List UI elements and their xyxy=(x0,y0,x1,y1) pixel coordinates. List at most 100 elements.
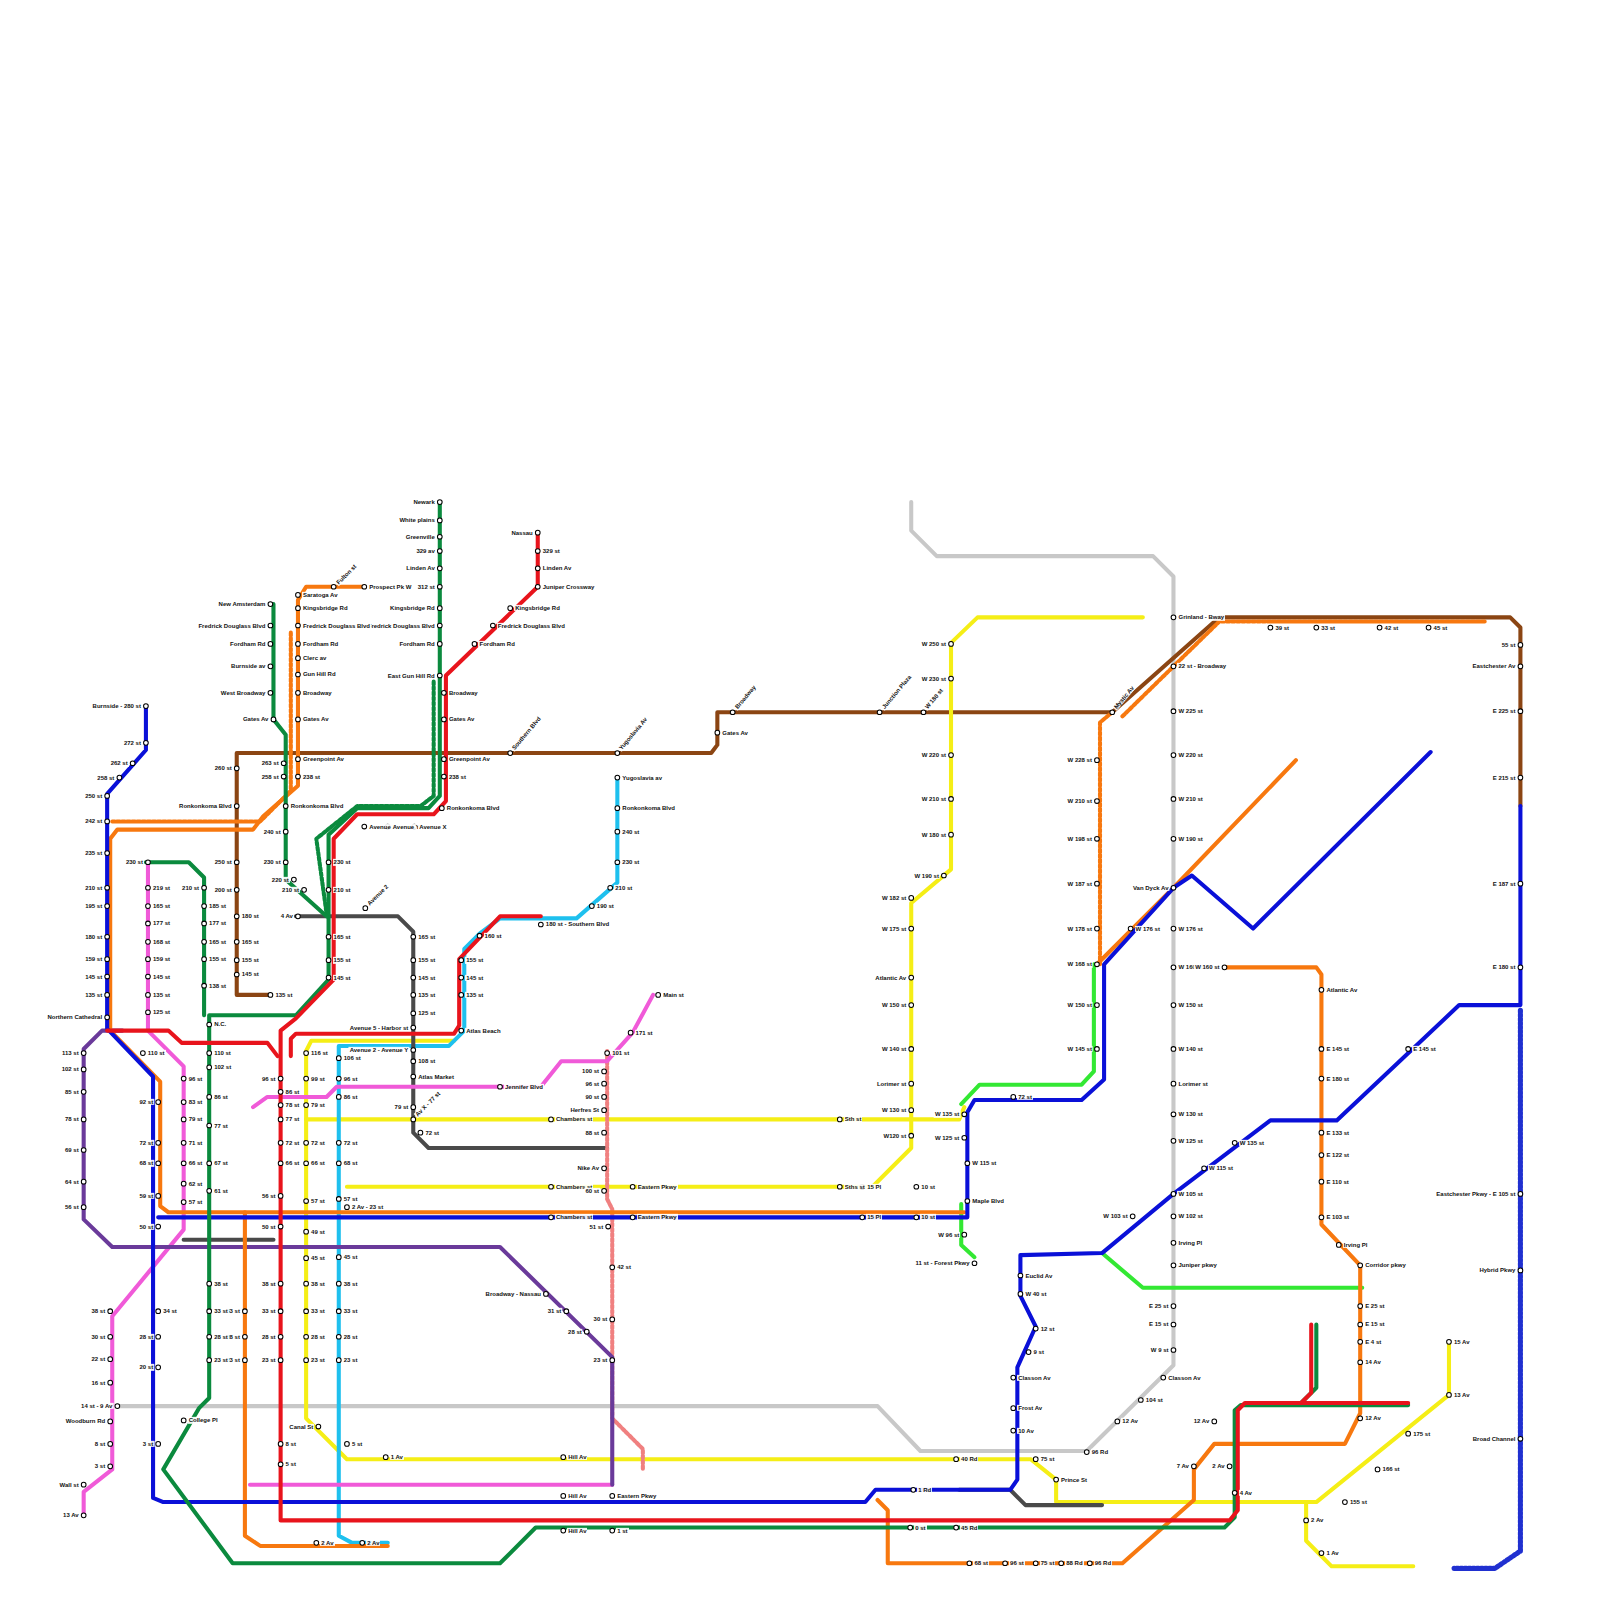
station-name: W 125 st xyxy=(1177,1138,1203,1144)
station-name: 240 st xyxy=(263,828,282,834)
station-dot xyxy=(108,1357,113,1362)
station-name: W 150 st xyxy=(1067,1002,1093,1008)
station-dot xyxy=(326,887,331,892)
station-dot xyxy=(304,1076,309,1081)
station-name: 78 st xyxy=(285,1102,301,1108)
station-name: 12 Av xyxy=(1193,1418,1211,1424)
station-dot xyxy=(146,885,151,890)
station-dot xyxy=(336,1095,341,1100)
station-dot xyxy=(281,761,286,766)
station-name: Ronkonkoma Blvd xyxy=(621,805,676,811)
station-dot xyxy=(459,1028,464,1033)
station-dot xyxy=(105,974,110,979)
route-line xyxy=(961,964,1094,1104)
station-name: 33 st xyxy=(343,1308,359,1314)
station-dot xyxy=(292,877,297,882)
station-name: 177 st xyxy=(208,920,227,926)
station-dot xyxy=(243,1309,248,1314)
station-dot xyxy=(278,1103,283,1108)
station-name: 45 st xyxy=(310,1255,326,1261)
station-name: 230 st xyxy=(333,859,352,865)
station-dot xyxy=(615,806,620,811)
station-name: Euclid Av xyxy=(1024,1272,1053,1278)
station-name: 200 st xyxy=(214,887,233,893)
station-dot xyxy=(610,1494,615,1499)
station-name: 28 st xyxy=(138,1334,154,1340)
station-dot xyxy=(278,1117,283,1122)
station-dot xyxy=(602,1188,607,1193)
station-name: 78 st xyxy=(64,1116,80,1122)
station-name: W 160 st xyxy=(1194,964,1220,970)
station-dot xyxy=(656,993,661,998)
station-name: 155 st xyxy=(333,957,352,963)
station-name: 168 st xyxy=(152,939,171,945)
station-dot xyxy=(304,1334,309,1339)
station-name: 31 st xyxy=(547,1308,563,1314)
station-dot xyxy=(336,1141,341,1146)
station-name: W 130 st xyxy=(881,1107,907,1113)
station-dot xyxy=(296,606,301,611)
station-dot xyxy=(442,774,447,779)
station-dot xyxy=(1095,962,1100,967)
station-dot xyxy=(296,691,301,696)
station-name: College Pl xyxy=(188,1417,219,1423)
station-dot xyxy=(1358,1416,1363,1421)
station-dot xyxy=(156,1141,161,1146)
station-dot xyxy=(336,1255,341,1260)
station-name: 14 Av xyxy=(1364,1359,1382,1365)
station-name: Fulton st xyxy=(334,562,358,586)
route-line xyxy=(250,1483,612,1487)
station-dot xyxy=(296,642,301,647)
station-name: 96 st xyxy=(188,1075,204,1081)
station-name: 23 st xyxy=(213,1357,229,1363)
station-dot xyxy=(411,1048,416,1053)
station-name: 210 st xyxy=(333,887,352,893)
station-dot xyxy=(156,1224,161,1229)
station-dot xyxy=(278,1462,283,1467)
station-name: W 176 st xyxy=(1135,925,1161,931)
station-dot xyxy=(144,704,149,709)
route-line xyxy=(281,533,1409,1521)
station-dot xyxy=(602,1095,607,1100)
station-name: W 220 st xyxy=(921,752,947,758)
station-dot xyxy=(437,673,442,678)
station-name: 13 Av xyxy=(62,1512,80,1518)
station-name: 4 Av xyxy=(280,913,294,919)
station-name: 0 st xyxy=(914,1524,926,1530)
station-name: Avenue 5 - Harbor st xyxy=(349,1024,409,1030)
station-dot xyxy=(1319,1179,1324,1184)
station-dot xyxy=(1171,615,1176,620)
station-name: 20 st xyxy=(138,1364,154,1370)
route-line xyxy=(959,1490,1102,1505)
station-name: Broadway xyxy=(448,690,479,696)
station-dot xyxy=(105,794,110,799)
station-dot xyxy=(442,691,447,696)
station-name: E 225 st xyxy=(1492,708,1517,714)
station-name: 23 st xyxy=(310,1357,326,1363)
station-dot xyxy=(508,606,513,611)
station-name: Fredrick Douglass Blvd xyxy=(302,622,371,628)
station-dot xyxy=(608,885,613,890)
station-name: 104 st xyxy=(1145,1397,1164,1403)
station-dot xyxy=(1426,625,1431,630)
station-dot xyxy=(146,1010,151,1015)
station-name: Kingsbridge Rd xyxy=(302,605,349,611)
station-name: Greenpoint Av xyxy=(302,756,345,762)
station-dot xyxy=(146,860,151,865)
station-dot xyxy=(304,1309,309,1314)
station-name: 96 st xyxy=(1009,1560,1025,1566)
station-dot xyxy=(283,829,288,834)
station-dot xyxy=(314,1541,319,1546)
station-dot xyxy=(411,975,416,980)
station-name: 165 st xyxy=(208,939,227,945)
station-dot xyxy=(271,717,276,722)
station-name: 96 Rd xyxy=(1094,1560,1112,1566)
station-dot xyxy=(1095,799,1100,804)
station-name: 86 st xyxy=(213,1094,229,1100)
station-dot xyxy=(954,1525,959,1530)
station-dot xyxy=(1095,758,1100,763)
station-name: 90 st xyxy=(584,1094,600,1100)
station-dot xyxy=(181,1418,186,1423)
station-name: Ronkonkoma Blvd xyxy=(178,803,233,809)
station-name: E 122 st xyxy=(1325,1152,1350,1158)
